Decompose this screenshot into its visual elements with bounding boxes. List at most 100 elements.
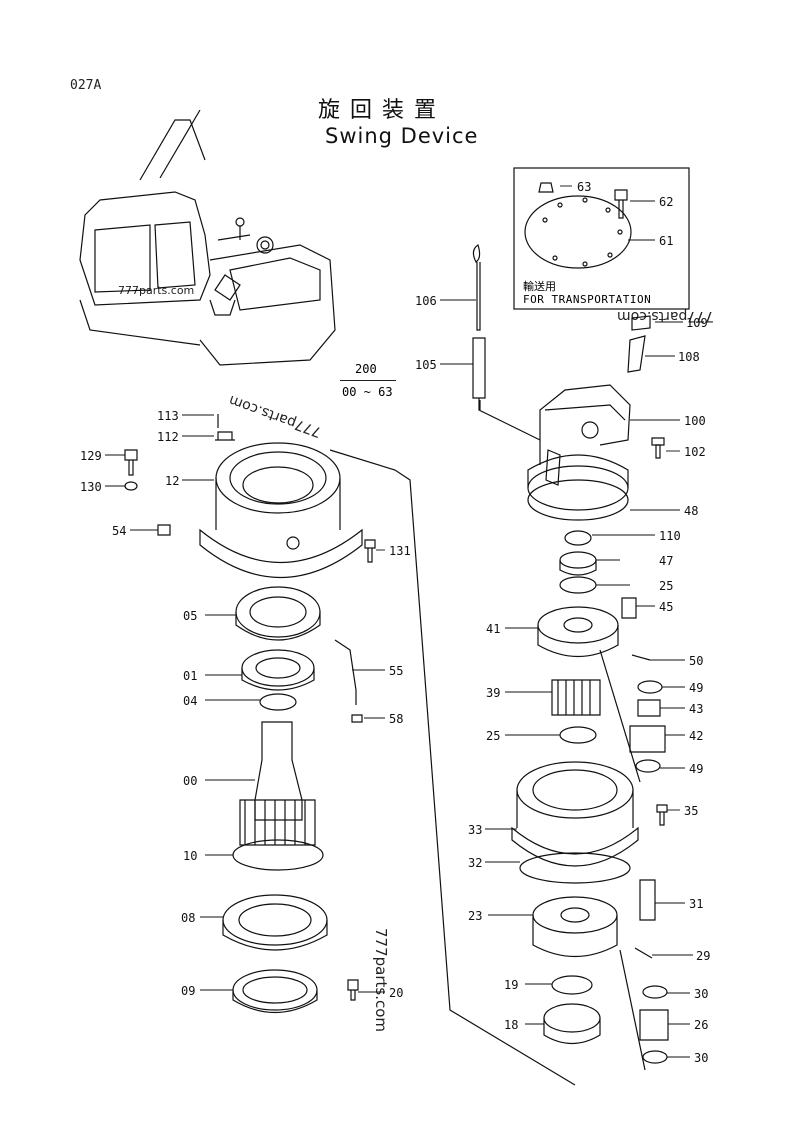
part-54-plug — [157, 524, 171, 536]
callout-105: 105 — [415, 358, 437, 372]
part-105-pipe — [472, 337, 486, 399]
part-05-bearing — [235, 586, 321, 641]
part-00-shaft — [239, 721, 316, 846]
callout-30-lower: 30 — [694, 1051, 709, 1065]
part-42-gear — [629, 725, 666, 753]
callout-09: 09 — [181, 984, 196, 998]
cover-bolt-holes — [542, 197, 623, 267]
callout-112: 112 — [157, 430, 179, 444]
callout-30-upper: 30 — [694, 987, 709, 1001]
excavator-illustration — [79, 109, 336, 366]
callout-08: 08 — [181, 911, 196, 925]
part-62-bolt — [614, 189, 628, 219]
watermark: 777parts.com — [118, 284, 195, 297]
part-32-o-ring — [519, 852, 631, 884]
part-63-plug — [538, 182, 554, 193]
title-english: Swing Device — [325, 124, 479, 148]
callout-32: 32 — [468, 856, 483, 870]
assembly-line-lower — [619, 949, 646, 1071]
part-12-housing — [199, 442, 363, 579]
part-30-washer-a — [642, 985, 668, 999]
part-109-plug — [631, 315, 651, 331]
callout-31: 31 — [689, 897, 704, 911]
title-japanese: 旋回装置 — [318, 98, 447, 123]
callout-47: 47 — [659, 554, 674, 568]
callout-113: 113 — [157, 409, 179, 423]
callout-108: 108 — [678, 350, 700, 364]
part-55-pipe — [334, 639, 357, 705]
callout-109: 109 — [686, 316, 708, 330]
part-08-cover — [222, 894, 328, 951]
callout-29: 29 — [696, 949, 711, 963]
callout-33: 33 — [468, 823, 483, 837]
callout-42: 42 — [689, 729, 704, 743]
callout-61: 61 — [659, 234, 674, 248]
callout-48: 48 — [684, 504, 699, 518]
callout-01: 01 — [183, 669, 198, 683]
callout-41: 41 — [486, 622, 501, 636]
callout-63: 63 — [577, 180, 592, 194]
part-30-washer-b — [642, 1050, 668, 1064]
page-code: 027A — [70, 78, 102, 93]
callout-45: 45 — [659, 600, 674, 614]
callout-129: 129 — [80, 449, 102, 463]
serial-range-bottom: 00 ~ 63 — [342, 385, 393, 399]
callout-100: 100 — [684, 414, 706, 428]
callout-04: 04 — [183, 694, 198, 708]
part-31-pin — [639, 879, 656, 921]
part-25-plate-a — [559, 576, 597, 594]
part-33-ring-gear — [511, 761, 639, 867]
part-26-gear — [639, 1009, 669, 1041]
part-43-bearing — [637, 699, 661, 717]
part-35-bolt — [656, 804, 668, 826]
part-58-plug — [351, 714, 363, 723]
callout-20: 20 — [389, 986, 404, 1000]
callout-49-lower: 49 — [689, 762, 704, 776]
callout-50: 50 — [689, 654, 704, 668]
callout-19: 19 — [504, 978, 519, 992]
part-49-washer-b — [635, 759, 661, 773]
part-50-pin — [631, 654, 651, 661]
leader-105 — [478, 398, 541, 441]
callout-58: 58 — [389, 712, 404, 726]
assembly-line-pin — [599, 649, 641, 783]
part-129-bolt — [124, 449, 138, 476]
part-41-carrier — [537, 606, 619, 658]
leader-lines — [105, 185, 693, 1058]
callout-05: 05 — [183, 609, 198, 623]
transport-label-en: FOR TRANSPORTATION — [523, 293, 652, 306]
callout-10: 10 — [183, 849, 198, 863]
part-110-ring — [564, 530, 592, 546]
callout-39: 39 — [486, 686, 501, 700]
part-19-snap-ring — [551, 975, 593, 995]
callout-131: 131 — [389, 544, 411, 558]
part-39-gear — [551, 679, 601, 716]
part-23-carrier — [532, 896, 618, 958]
part-112-plate — [215, 431, 235, 441]
callout-106: 106 — [415, 294, 437, 308]
part-108-pin — [627, 335, 646, 373]
part-47-gear — [559, 551, 597, 576]
part-100-swing-motor — [527, 384, 631, 521]
callout-102: 102 — [684, 445, 706, 459]
part-25-plate-b — [559, 726, 597, 744]
callout-54: 54 — [112, 524, 127, 538]
callout-130: 130 — [80, 480, 102, 494]
transport-box — [513, 167, 690, 310]
part-106-dipstick — [472, 244, 481, 331]
part-45-pin — [621, 597, 637, 619]
callout-25-upper: 25 — [659, 579, 674, 593]
part-20-bolt — [347, 979, 359, 1001]
part-131-bolt — [364, 539, 376, 563]
part-102-bolt — [655, 444, 661, 459]
callout-55: 55 — [389, 664, 404, 678]
transport-label-jp: 輸送用 — [523, 280, 556, 293]
callout-00: 00 — [183, 774, 198, 788]
serial-range-divider — [340, 380, 396, 381]
callout-62: 62 — [659, 195, 674, 209]
part-09-seal — [232, 969, 318, 1014]
callout-110: 110 — [659, 529, 681, 543]
part-49-washer-a — [637, 680, 663, 694]
